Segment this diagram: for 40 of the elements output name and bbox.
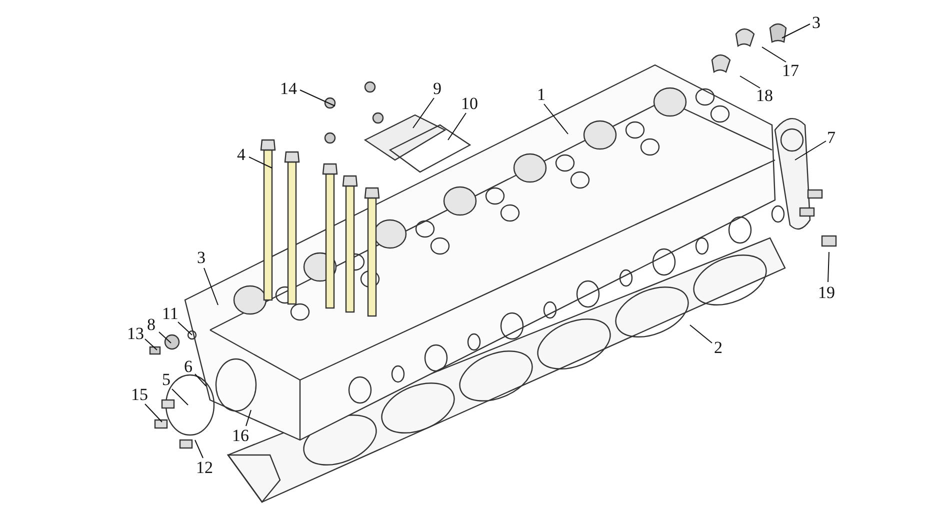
callout-number: 7 bbox=[827, 129, 836, 146]
callout-number: 15 bbox=[131, 386, 148, 403]
callout-number: 2 bbox=[714, 339, 722, 356]
callout-number: 8 bbox=[147, 316, 156, 333]
callout-number: 9 bbox=[433, 80, 442, 97]
leader-line bbox=[246, 410, 252, 426]
callout-number: 4 bbox=[237, 146, 246, 163]
leader-line bbox=[544, 104, 568, 134]
leader-line bbox=[178, 322, 192, 336]
leader-line bbox=[794, 140, 826, 160]
leader-line bbox=[194, 374, 206, 386]
callout-number: 1 bbox=[537, 86, 546, 103]
leader-line bbox=[300, 90, 336, 106]
callout-number: 18 bbox=[756, 87, 773, 104]
callout-number: 14 bbox=[280, 80, 297, 97]
leader-line bbox=[782, 24, 810, 38]
leader-line bbox=[828, 252, 830, 282]
leader-line bbox=[144, 404, 162, 422]
callout-number: 10 bbox=[461, 95, 478, 112]
leader-line bbox=[144, 338, 158, 350]
leader-line bbox=[740, 76, 760, 88]
leader-line bbox=[412, 98, 434, 128]
callout-number: 3 bbox=[197, 249, 206, 266]
callout-number: 17 bbox=[782, 62, 799, 79]
leader-line bbox=[248, 156, 272, 168]
leader-line bbox=[204, 268, 218, 306]
callout-number: 5 bbox=[162, 371, 170, 388]
leader-line bbox=[172, 388, 188, 406]
leader-line bbox=[690, 324, 712, 344]
callout-number: 11 bbox=[162, 305, 178, 322]
callout-number: 6 bbox=[184, 358, 192, 375]
callout-number: 12 bbox=[196, 459, 213, 476]
callout-number: 3 bbox=[812, 14, 820, 31]
leader-line bbox=[194, 440, 204, 458]
callout-number: 19 bbox=[818, 284, 835, 301]
leader-line bbox=[762, 46, 786, 62]
callout-number: 16 bbox=[232, 427, 249, 444]
leader-line bbox=[158, 332, 172, 344]
leader-line bbox=[448, 112, 466, 140]
callout-number: 13 bbox=[127, 325, 144, 342]
